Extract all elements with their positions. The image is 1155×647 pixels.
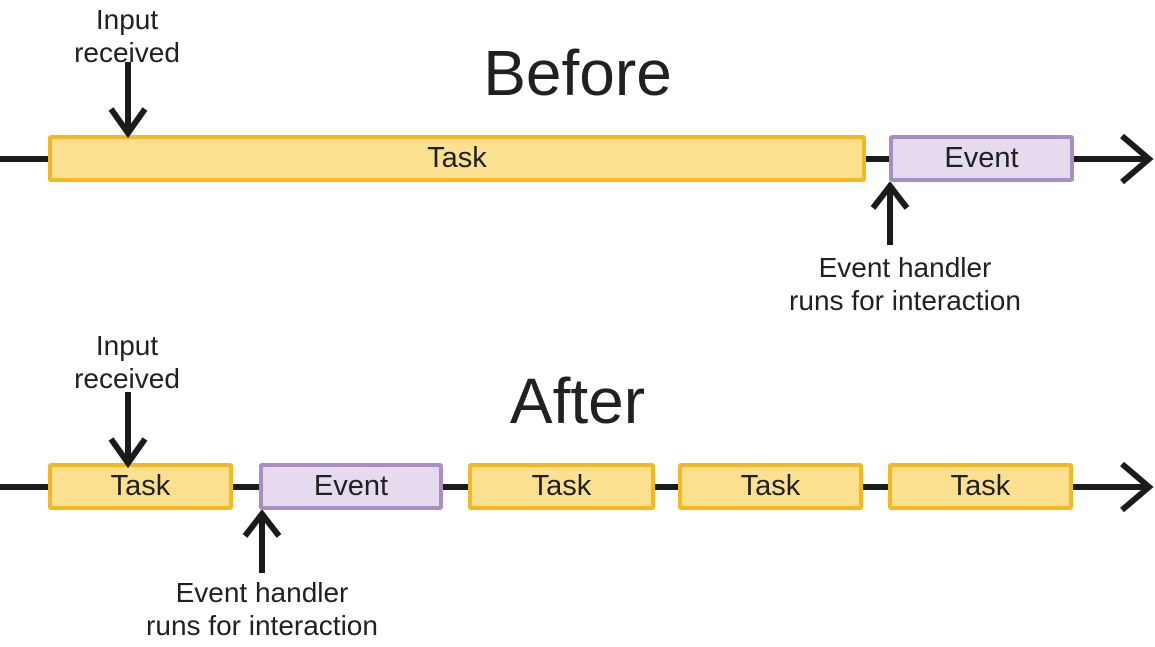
before-input-arrow-down-icon <box>108 62 148 138</box>
after-event-handler-arrow-up-icon <box>242 510 282 573</box>
after-task-bar-4-label: Task <box>950 470 1011 502</box>
after-event-handler-label: Event handler runs for interaction <box>122 576 402 642</box>
after-task-bar-4: Task <box>888 463 1073 510</box>
before-task-bar: Task <box>48 135 866 182</box>
before-event-handler-arrow-up-icon <box>870 182 910 245</box>
before-event-bar: Event <box>889 135 1074 182</box>
before-event-bar-label: Event <box>944 142 1019 174</box>
before-event-handler-line1: Event handler <box>818 252 992 283</box>
before-input-received-line1: Input <box>95 4 159 35</box>
after-task-bar-3: Task <box>678 463 863 510</box>
after-task-bar-3-label: Task <box>740 470 801 502</box>
before-section-title: Before <box>483 37 672 109</box>
after-input-received-line1: Input <box>95 330 159 361</box>
after-task-bar-2: Task <box>468 463 655 510</box>
after-event-bar-label: Event <box>313 470 389 502</box>
after-event-handler-line2: runs for interaction <box>146 610 378 641</box>
after-input-arrow-down-icon <box>108 392 148 468</box>
before-event-handler-label: Event handler runs for interaction <box>765 251 1045 317</box>
after-task-bar-1: Task <box>48 463 233 510</box>
before-input-received-label: Input received <box>42 3 212 69</box>
after-event-bar: Event <box>259 463 443 510</box>
after-input-received-line2: received <box>74 363 180 394</box>
after-task-bar-1-label: Task <box>110 470 171 502</box>
after-section-title: After <box>509 365 646 437</box>
after-task-bar-2-label: Task <box>531 470 592 502</box>
before-task-bar-label: Task <box>427 142 487 174</box>
after-event-handler-line1: Event handler <box>175 577 349 608</box>
before-event-handler-line2: runs for interaction <box>789 285 1021 316</box>
after-input-received-label: Input received <box>42 329 212 395</box>
